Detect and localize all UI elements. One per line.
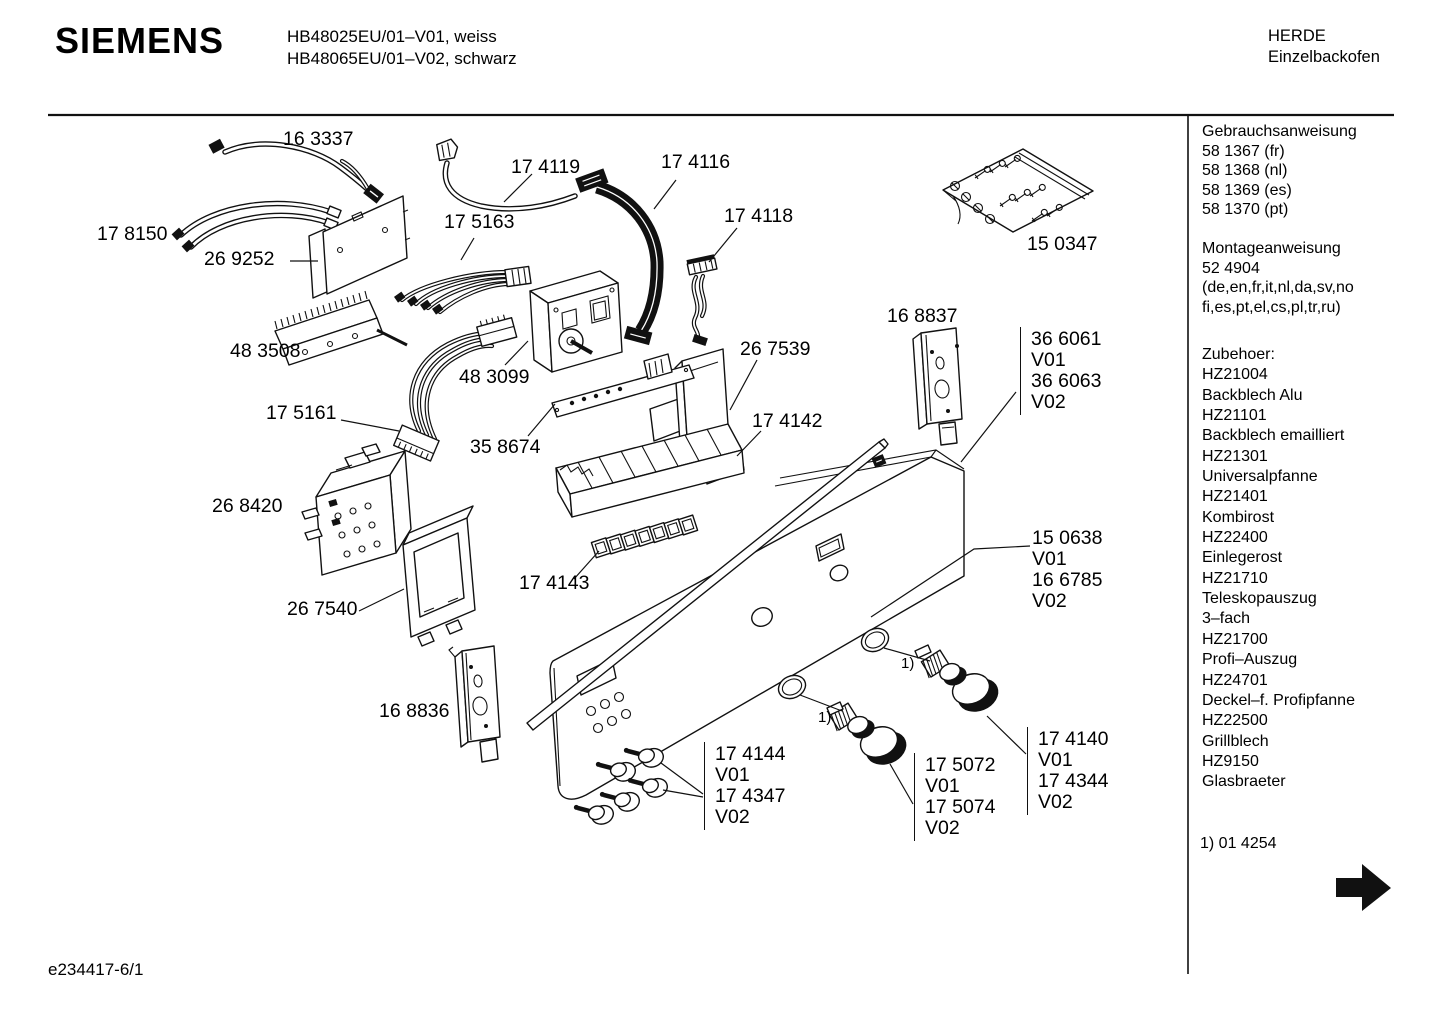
appliance-category: HERDE Einzelbackofen — [1268, 26, 1380, 68]
part-cable-175161 — [392, 314, 518, 462]
sidebar-line: 58 1368 (nl) — [1202, 162, 1288, 179]
sidebar-line: Glasbraeter — [1202, 773, 1286, 791]
document-number: e234417-6/1 — [48, 960, 144, 979]
part-label-174144: 17 4144 V01 17 4347 V02 — [704, 742, 786, 830]
sidebar-line: HZ22500 — [1202, 712, 1268, 730]
part-label-268420: 26 8420 — [212, 495, 283, 517]
sidebar-line: Teleskopauszug — [1202, 590, 1317, 608]
sidebar-line: 3–fach — [1202, 610, 1251, 628]
sidebar-line: Zubehoer: — [1202, 346, 1275, 363]
sidebar-line: HZ21710 — [1202, 569, 1268, 587]
part-rotary-knob-174140 — [920, 649, 999, 712]
part-cable-174118 — [686, 254, 718, 346]
part-rotary-knob-175072 — [828, 702, 907, 765]
part-label-175072: 17 5072 V01 17 5074 V02 — [914, 753, 996, 841]
sidebar-line: 58 1367 (fr) — [1202, 142, 1285, 160]
sidebar-line: Grillblech — [1202, 732, 1269, 750]
part-label-267539: 26 7539 — [740, 338, 811, 360]
forward-arrow-icon — [1336, 864, 1391, 911]
part-label-150347: 15 0347 — [1027, 233, 1098, 255]
category-line-1: HERDE — [1268, 27, 1326, 45]
model-line-2: HB48065EU/01–V02, schwarz — [287, 49, 517, 68]
sidebar-line: Kombirost — [1202, 508, 1275, 526]
brand-logo: SIEMENS — [55, 20, 225, 61]
footnote-reference: 1) 01 4254 — [1200, 835, 1277, 852]
sidebar-line: HZ24701 — [1202, 671, 1268, 689]
part-label-174118: 17 4118 — [724, 205, 794, 227]
part-cable-174119 — [436, 138, 578, 212]
part-board-269252 — [308, 195, 411, 299]
part-frame-267540 — [402, 505, 476, 647]
sidebar-line: Gebrauchsanweisung — [1202, 123, 1357, 140]
sidebar-line: 52 4904 — [1202, 259, 1260, 277]
sidebar-line: 58 1370 (pt) — [1202, 201, 1289, 218]
sidebar-line: fi,es,pt,el,cs,pl,tr,ru) — [1202, 298, 1341, 316]
part-module-483099 — [529, 270, 623, 373]
leader-lines — [290, 173, 1031, 805]
part-label-175163: 17 5163 — [444, 211, 515, 233]
part-label-358674: 35 8674 — [470, 436, 541, 458]
sidebar-line — [1202, 220, 1357, 240]
sidebar-line: HZ21004 — [1202, 366, 1268, 384]
part-screw-bag-150347 — [942, 148, 1094, 233]
model-numbers: HB48025EU/01–V01, weiss HB48065EU/01–V02… — [287, 26, 517, 70]
model-line-1: HB48025EU/01–V01, weiss — [287, 27, 497, 46]
part-label-178150: 17 8150 — [97, 223, 168, 245]
part-cable-178150 — [171, 200, 342, 253]
part-label-1: 1) — [818, 709, 832, 726]
part-label-1: 1) — [901, 655, 915, 672]
sidebar-line: HZ21101 — [1202, 407, 1267, 425]
sidebar-line: (de,en,fr,it,nl,da,sv,no — [1202, 279, 1354, 296]
part-bracket-168836 — [448, 645, 501, 763]
part-trim-strip — [526, 438, 889, 731]
sidebar-line: 58 1369 (es) — [1202, 181, 1292, 199]
part-label-174142: 17 4142 — [752, 410, 823, 432]
sidebar-line: HZ9150 — [1202, 752, 1259, 770]
sidebar-line: Profi–Auszug — [1202, 651, 1298, 669]
part-label-483099: 48 3099 — [459, 366, 530, 388]
sidebar-line: Montageanweisung — [1202, 240, 1341, 257]
part-label-267540: 26 7540 — [287, 598, 358, 620]
part-label-174143: 17 4143 — [519, 572, 590, 594]
footnote-chip-1 — [914, 644, 932, 659]
part-cable-175163 — [394, 265, 532, 315]
sidebar-line: Backblech Alu — [1202, 386, 1303, 404]
sidebar-line: HZ21700 — [1202, 630, 1268, 648]
part-board-358674 — [551, 353, 695, 418]
part-label-366061: 36 6061 V01 36 6063 V02 — [1020, 327, 1102, 415]
sidebar-line: HZ22400 — [1202, 529, 1268, 547]
part-label-269252: 26 9252 — [204, 248, 275, 270]
part-bracket-168837 — [912, 327, 963, 446]
instruction-numbers-list: Gebrauchsanweisung 58 1367 (fr) 58 1368 (n… — [1202, 122, 1357, 317]
part-ribbon-174116 — [575, 168, 664, 346]
sidebar-line: Backblech emailliert — [1202, 427, 1345, 445]
part-key-tray-174143 — [555, 423, 745, 559]
part-label-168837: 16 8837 — [887, 305, 958, 327]
part-contact-strip-483508 — [274, 290, 408, 366]
part-label-175161: 17 5161 — [266, 402, 337, 424]
part-label-483508: 48 3508 — [230, 340, 301, 362]
sidebar-line: HZ21301 — [1202, 447, 1268, 465]
category-line-2: Einzelbackofen — [1268, 48, 1380, 66]
part-label-174116: 17 4116 — [661, 151, 731, 173]
part-label-150638: 15 0638 V01 16 6785 V02 — [1032, 527, 1103, 612]
part-label-168836: 16 8836 — [379, 700, 450, 722]
part-cable-163337 — [208, 138, 384, 204]
part-switch-268420 — [301, 443, 412, 576]
part-small-knobs-174144 — [573, 747, 668, 825]
part-label-163337: 16 3337 — [283, 128, 354, 150]
sidebar-line: Einlegerost — [1202, 549, 1283, 567]
sidebar-line: Deckel–f. Profipfanne — [1202, 691, 1355, 709]
part-label-174140: 17 4140 V01 17 4344 V02 — [1027, 727, 1109, 815]
sidebar-line: Universalpfanne — [1202, 468, 1318, 486]
sidebar-line: HZ21401 — [1202, 488, 1268, 506]
part-label-174119: 17 4119 — [511, 156, 581, 178]
